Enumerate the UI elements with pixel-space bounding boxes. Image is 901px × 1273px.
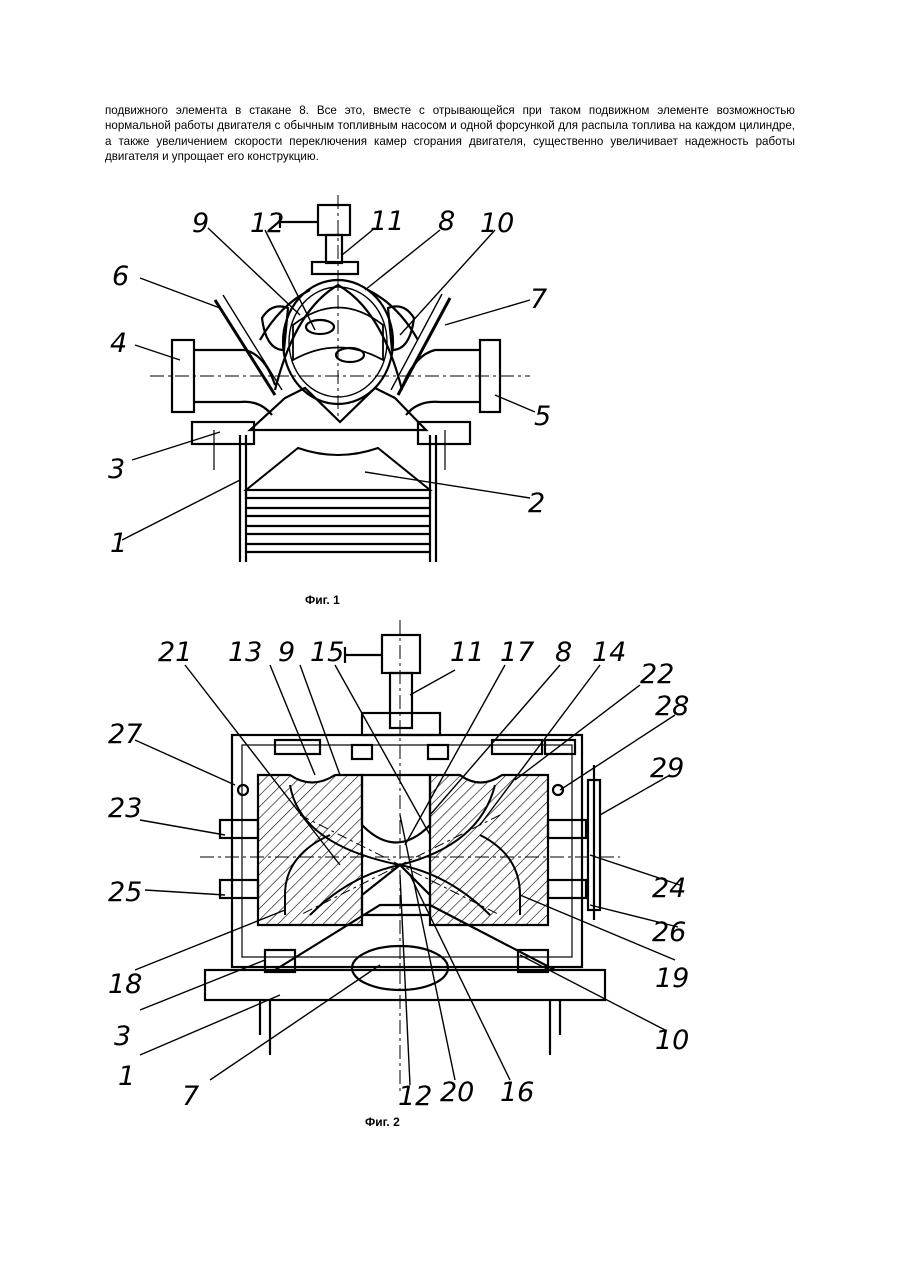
callout-9: 9 (278, 637, 295, 668)
callout-11: 11 (370, 206, 404, 237)
callout-19: 19 (655, 963, 689, 994)
callout-29: 29 (650, 753, 684, 784)
callout-26: 26 (652, 917, 686, 948)
callout-7: 7 (530, 284, 547, 315)
callout-24: 24 (652, 873, 686, 904)
callout-3: 3 (114, 1021, 131, 1052)
callout-3: 3 (108, 454, 125, 485)
rotary-valve-section (200, 620, 620, 1095)
callout-21: 21 (158, 637, 192, 668)
callout-1: 1 (118, 1061, 135, 1092)
callout-16: 16 (500, 1077, 534, 1108)
callout-1: 1 (110, 528, 127, 559)
callout-20: 20 (440, 1077, 474, 1108)
callout-6: 6 (112, 261, 129, 292)
callout-12: 12 (398, 1081, 432, 1112)
callout-9: 9 (192, 208, 209, 239)
figure-2-caption: Фиг. 2 (365, 1115, 400, 1129)
callout-8: 8 (555, 637, 572, 668)
figure-2-callouts: 21 13 9 15 11 17 8 14 22 27 28 29 23 24 … (108, 637, 689, 1112)
engine-cross-section (150, 195, 530, 562)
callout-17: 17 (500, 637, 534, 668)
callout-2: 2 (528, 488, 545, 519)
body-paragraph: подвижного элемента в стакане 8. Все это… (105, 103, 795, 165)
figure-1-drawing: 9 12 11 8 10 6 7 4 5 3 2 1 (100, 190, 560, 580)
callout-5: 5 (534, 401, 551, 432)
callout-25: 25 (108, 877, 142, 908)
callout-22: 22 (640, 659, 674, 690)
callout-12: 12 (250, 208, 284, 239)
figure-2-drawing: 21 13 9 15 11 17 8 14 22 27 28 29 23 24 … (100, 615, 700, 1115)
callout-8: 8 (438, 206, 455, 237)
callout-10: 10 (480, 208, 514, 239)
figure-1-caption: Фиг. 1 (305, 593, 340, 607)
callout-28: 28 (655, 691, 689, 722)
callout-23: 23 (108, 793, 142, 824)
figure-1-callouts: 9 12 11 8 10 6 7 4 5 3 2 1 (108, 206, 551, 559)
callout-10: 10 (655, 1025, 689, 1056)
callout-13: 13 (228, 637, 262, 668)
callout-15: 15 (310, 637, 344, 668)
callout-7: 7 (182, 1081, 199, 1112)
callout-4: 4 (110, 328, 127, 359)
callout-14: 14 (592, 637, 626, 668)
callout-11: 11 (450, 637, 484, 668)
callout-27: 27 (108, 719, 142, 750)
callout-18: 18 (108, 969, 142, 1000)
